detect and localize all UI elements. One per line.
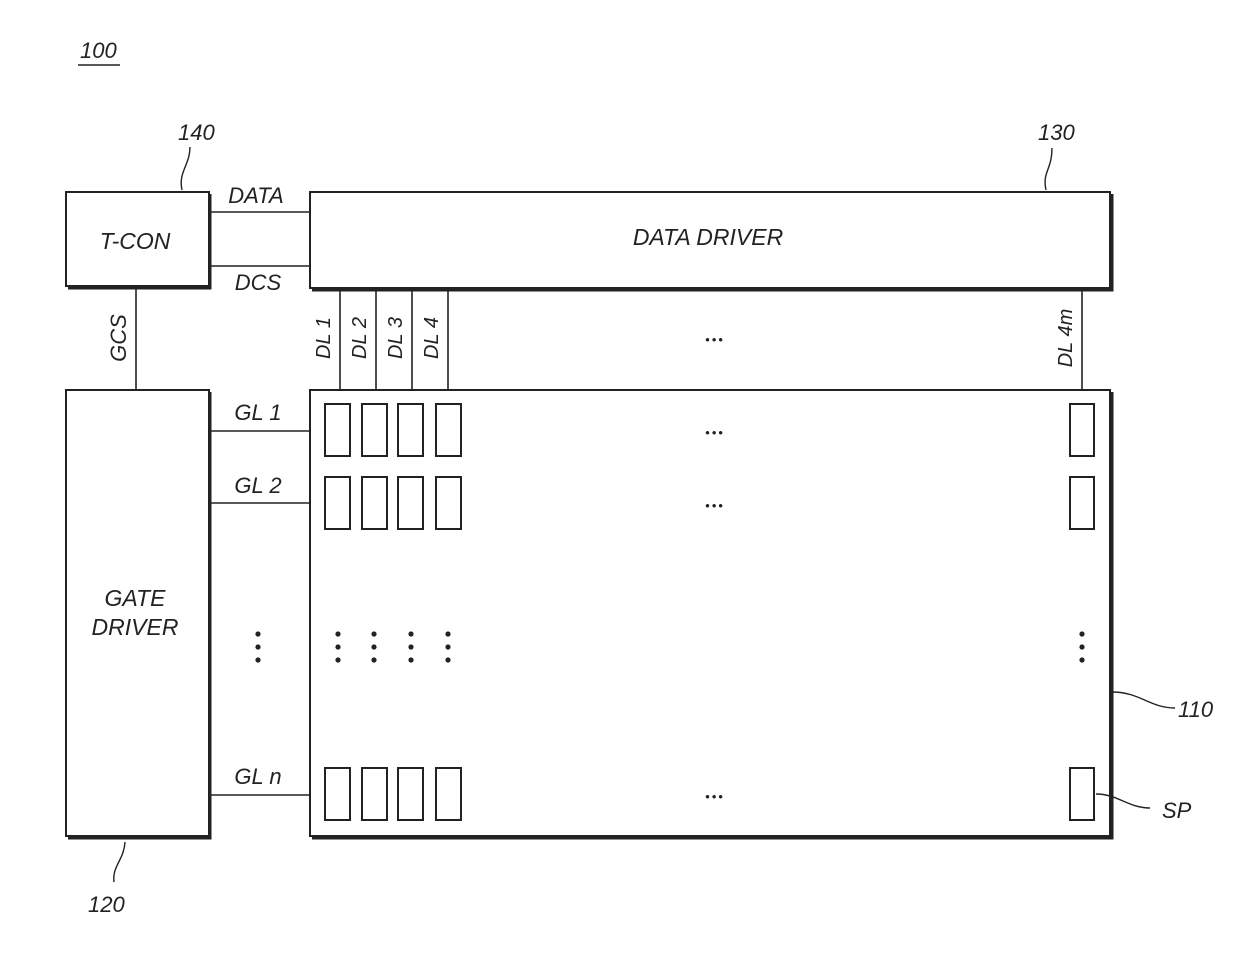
data-line-label: DL 2 <box>349 317 371 359</box>
subpixel-cell <box>1070 404 1094 456</box>
subpixel-cell <box>362 768 387 820</box>
data-line-label: DL 3 <box>385 317 407 359</box>
data-lines-ellipsis: ••• <box>705 332 725 347</box>
display-panel <box>310 390 1112 838</box>
data-line-label: DL 4 <box>421 317 443 359</box>
figure-ref-label: 100 <box>80 38 117 63</box>
data-driver-ref-leader <box>1045 148 1052 190</box>
gate-line-label: GL 2 <box>234 473 281 498</box>
gate-line-label: GL n <box>234 764 281 789</box>
subpixel-cell <box>362 404 387 456</box>
data-driver-block: DATA DRIVER <box>310 192 1112 290</box>
data-signal-label: DATA <box>228 183 283 208</box>
subpixel-cell <box>436 768 461 820</box>
subpixel-cell <box>436 404 461 456</box>
data-line-label: DL 4m <box>1055 309 1077 368</box>
subpixel-cell <box>325 768 350 820</box>
subpixel-cell <box>398 768 423 820</box>
subpixel-cell <box>362 477 387 529</box>
row-1-ellipsis: ••• <box>705 425 725 440</box>
subpixel-cell <box>398 477 423 529</box>
gate-driver-ref-label: 120 <box>88 892 125 917</box>
subpixel-cell <box>325 477 350 529</box>
gate-driver-block: GATE DRIVER <box>66 390 210 838</box>
row-n-ellipsis: ••• <box>705 789 725 804</box>
data-driver-ref-label: 130 <box>1038 120 1075 145</box>
data-driver-label: DATA DRIVER <box>633 224 783 250</box>
tcon-ref-label: 140 <box>178 120 215 145</box>
subpixel-cell <box>436 477 461 529</box>
panel-ref-leader <box>1112 692 1175 708</box>
tcon-ref-leader <box>181 147 190 190</box>
subpixel-cell <box>1070 477 1094 529</box>
subpixel-cell <box>325 404 350 456</box>
dcs-signal-label: DCS <box>235 270 282 295</box>
panel-ref-label: 110 <box>1178 697 1214 722</box>
gate-lines-vertical-ellipsis <box>255 631 260 662</box>
gate-driver-ref-leader <box>114 842 125 882</box>
tcon-block: T-CON <box>66 192 210 288</box>
subpixel-cell <box>398 404 423 456</box>
gcs-signal-label: GCS <box>106 314 131 362</box>
subpixel-cell-sp <box>1070 768 1094 820</box>
data-line-label: DL 1 <box>313 317 335 359</box>
row-2-ellipsis: ••• <box>705 498 725 513</box>
gate-driver-label-line1: GATE <box>105 585 167 611</box>
tcon-label: T-CON <box>100 228 171 254</box>
sp-label: SP <box>1162 798 1192 823</box>
gate-line-label: GL 1 <box>234 400 281 425</box>
gate-driver-label-line2: DRIVER <box>92 614 179 640</box>
